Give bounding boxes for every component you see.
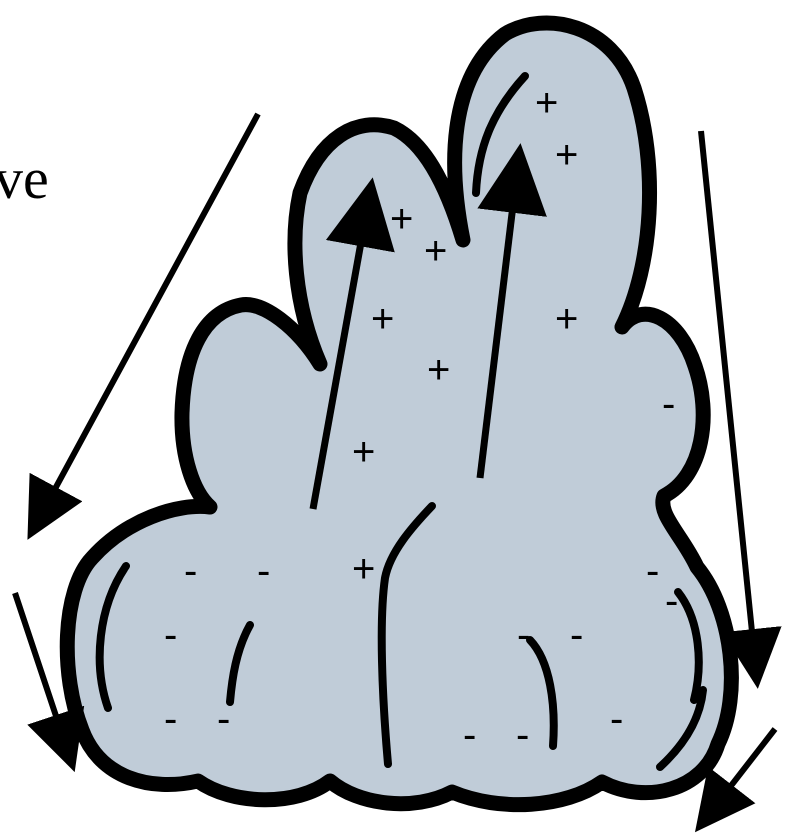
negative-charge: -	[463, 713, 476, 757]
cloud-body	[67, 23, 731, 805]
negative-charge: -	[257, 549, 270, 593]
positive-charge: +	[555, 133, 578, 177]
downdraft-arrow-lower-left	[15, 593, 69, 755]
positive-charge: +	[535, 81, 558, 125]
negative-charge: -	[610, 697, 623, 741]
negative-charge: -	[570, 613, 583, 657]
positive-charge: +	[424, 229, 447, 273]
negative-charge: -	[517, 613, 530, 657]
positive-charge: +	[427, 348, 450, 392]
positive-charge: +	[352, 547, 375, 591]
negative-charge: -	[662, 382, 675, 426]
negative-charge: -	[164, 613, 177, 657]
negative-charge: -	[665, 579, 678, 623]
negative-charge: -	[184, 549, 197, 593]
positive-charge: +	[555, 297, 578, 341]
negative-charge: -	[646, 549, 659, 593]
negative-charge: -	[164, 697, 177, 741]
negative-charge: -	[217, 697, 230, 741]
positive-charge: +	[390, 197, 413, 241]
positive-charge: +	[371, 297, 394, 341]
positive-charge: +	[352, 430, 375, 474]
negative-charge: -	[516, 713, 529, 757]
